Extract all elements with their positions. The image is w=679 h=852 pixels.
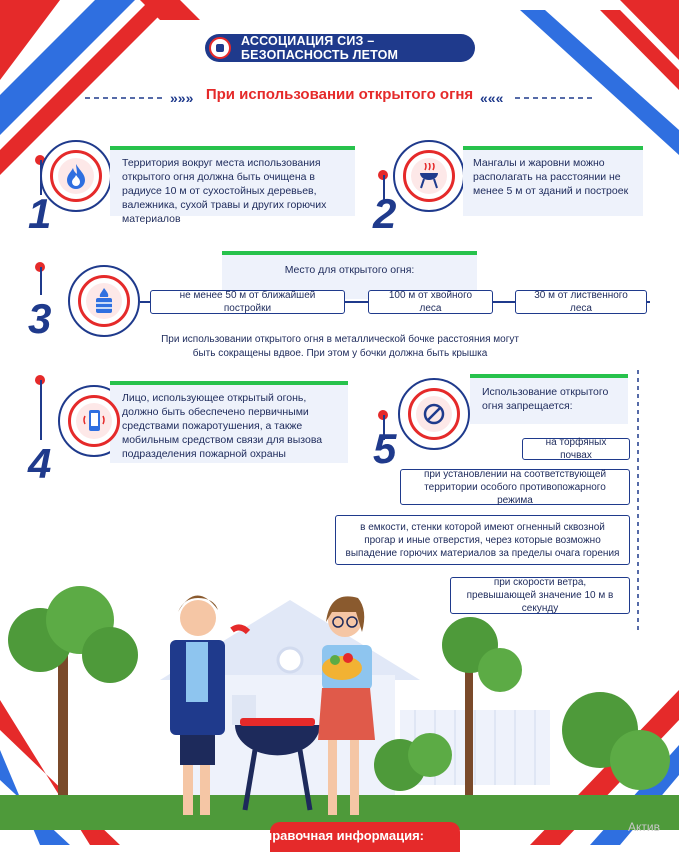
card-accent-bar: [222, 251, 477, 255]
picnic-illustration: [0, 586, 679, 830]
item-text-5: Использование открытого огня запрещается…: [482, 386, 609, 412]
card-accent-bar: [110, 381, 348, 385]
item-icon-5: [408, 388, 460, 440]
reference-title: Справочная информация:: [254, 828, 424, 843]
item-text-1: Территория вокруг места использования от…: [122, 157, 327, 225]
prohibited-icon: [423, 403, 445, 425]
svg-text:»»»: »»»: [170, 90, 194, 106]
item-card-5: Использование открытого огня запрещается…: [470, 374, 628, 424]
grill-icon: [420, 163, 438, 189]
title-decoration: »»» «««: [85, 90, 595, 106]
item-number-2: 2: [373, 190, 397, 237]
item-card-4: Лицо, использующее открытый огонь, должн…: [110, 381, 348, 463]
item-number-4: 4: [28, 440, 52, 487]
svg-text:«««: «««: [480, 90, 504, 106]
item-text-2: Мангалы и жаровни можно располагать на р…: [473, 157, 629, 197]
item-icon-1: [50, 150, 102, 202]
icon-ring: [68, 265, 140, 337]
item-icon-4: [68, 395, 120, 447]
connector-line: [383, 415, 385, 440]
condition-box-4: при скорости ветра, превышающей значение…: [450, 577, 630, 614]
fire-icon: [67, 164, 85, 189]
watermark: Актив: [628, 820, 660, 834]
card-accent-bar: [110, 146, 355, 150]
item-number-1: 1: [28, 190, 52, 237]
icon-ring: [398, 378, 470, 450]
section-title: При использовании открытого огня: [205, 86, 474, 103]
connector-line: [383, 175, 385, 200]
connector-line: [40, 267, 42, 295]
item-icon-3: [78, 275, 130, 327]
condition-box-1: на торфяных почвах: [522, 437, 630, 461]
barrel-fire-icon: [96, 288, 112, 313]
item-text-4: Лицо, использующее открытый огонь, должн…: [122, 392, 323, 460]
item-number-3: 3: [28, 295, 52, 342]
association-logo-icon: [209, 37, 231, 59]
distance-box-2: 100 м от хвойного леса: [368, 290, 493, 314]
condition-box-2: при установлении на соответствующей терр…: [400, 469, 630, 506]
item-text-3: Место для открытого огня:: [284, 264, 415, 276]
phone-icon: [83, 410, 105, 431]
condition-box-3: в емкости, стенки которой имеют огненный…: [335, 515, 630, 565]
dashed-connector: [637, 370, 639, 630]
header-banner: АССОЦИАЦИЯ СИЗ – БЕЗОПАСНОСТЬ ЛЕТОМ: [205, 34, 475, 62]
item-number-5: 5: [373, 425, 397, 472]
distance-box-3: 30 м от лиственного леса: [515, 290, 647, 314]
card-accent-bar: [470, 374, 628, 378]
barrel-note: При использовании открытого огня в метал…: [161, 334, 519, 359]
item-icon-2: [403, 150, 455, 202]
connector-line: [40, 380, 42, 440]
distance-box-1: не менее 50 м от ближайшей постройки: [150, 290, 345, 314]
header-title: АССОЦИАЦИЯ СИЗ – БЕЗОПАСНОСТЬ ЛЕТОМ: [241, 34, 399, 62]
item-card-2: Мангалы и жаровни можно располагать на р…: [463, 146, 643, 216]
item-card-1: Территория вокруг места использования от…: [110, 146, 355, 225]
card-accent-bar: [463, 146, 643, 150]
